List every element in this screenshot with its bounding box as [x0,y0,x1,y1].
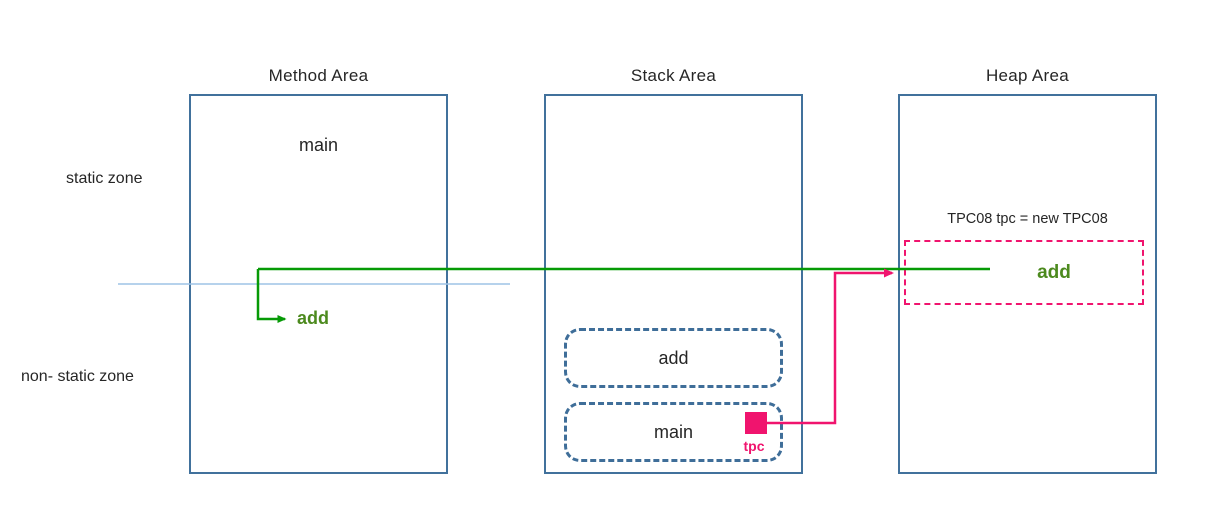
stack-area-title: Stack Area [630,66,717,85]
heap-object-declaration: TPC08 tpc = new TPC08 [947,211,1108,227]
stack-frame-add: add [564,328,783,388]
heap-object-box: add [904,240,1144,305]
heap-area-box [898,94,1157,474]
tpc-reference-marker [745,412,767,434]
method-area-add-label: add [297,308,330,328]
method-area-title: Method Area [268,66,369,85]
non-static-zone-label: non- static zone [21,368,134,385]
static-zone-label: static zone [66,170,143,187]
stack-frame-main-label: main [653,421,693,442]
stack-frame-main: main [564,402,783,462]
method-area-main-label: main [298,135,338,155]
heap-area-title: Heap Area [985,66,1070,85]
heap-object-add-label: add [1037,261,1071,283]
tpc-reference-label: tpc [743,438,765,454]
stack-frame-add-label: add [658,347,689,368]
